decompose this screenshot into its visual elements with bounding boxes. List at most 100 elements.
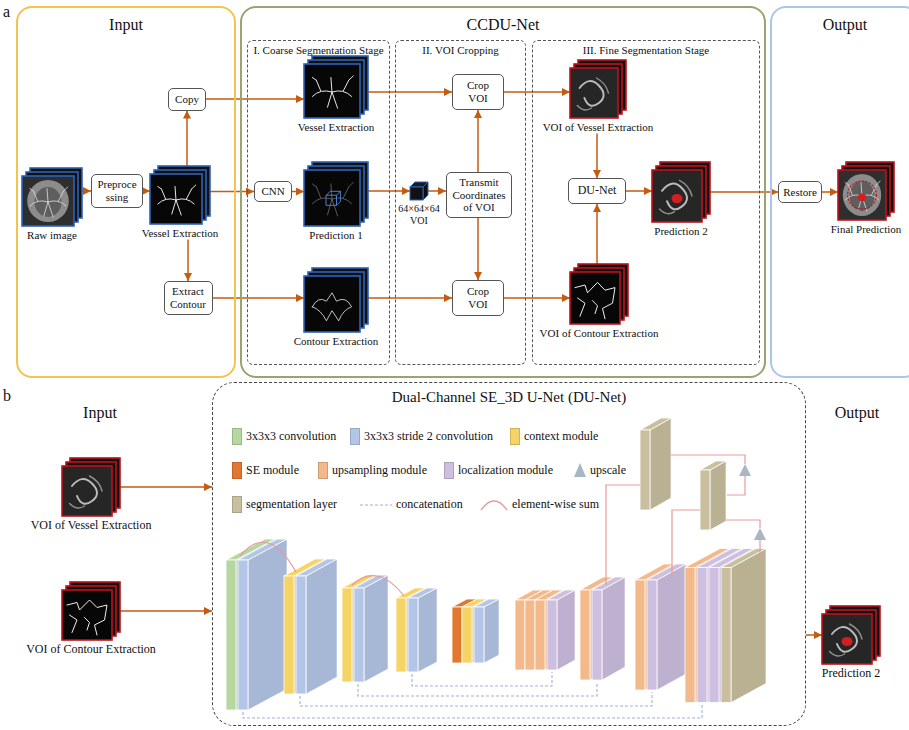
image-volume: Vessel Extraction [304,56,368,118]
flow-arrow [710,191,778,193]
image-detail [832,627,857,652]
legend-text: segmentation layer [246,497,337,511]
image-detail [858,194,867,202]
layer-front [685,568,695,703]
sum-line [606,485,640,585]
region-title: CCDU-Net [242,8,764,34]
image-detail [577,78,608,110]
legend-swatch [444,462,454,479]
concatenation-line [358,682,597,696]
image-stack [304,268,368,332]
slice [570,68,618,118]
layer-shade [731,549,766,703]
image-volume: VOI of Contour Extraction [570,264,628,324]
layer-front [535,600,545,670]
slice [652,170,702,222]
image-detail [660,180,693,213]
image-detail [312,76,353,108]
image-volume: Contour Extraction [304,268,368,332]
image-detail [580,81,604,106]
layer-front [721,568,731,703]
layer-side [418,588,437,672]
layer-top [354,575,388,588]
layer-side [248,539,287,710]
cube-front [410,187,423,200]
legend-swatch [232,496,242,513]
image-detail [848,181,877,209]
layer-top [547,590,575,600]
box-text: CNN [261,185,284,198]
panel: OutputRestoreFinal Prediction [770,6,909,378]
layer-shade [364,575,388,682]
image-stack [652,162,710,222]
image-stack [838,162,894,220]
slice [62,466,112,516]
stage-region: I. Coarse Segmentation StageVessel Extra… [247,40,390,365]
image-volume: Prediction 2 [652,162,710,222]
stage-region: II. VOI Cropping64×64×64 VOICrop VOITran… [395,40,526,365]
panel: CCDU-Net I. Coarse Segmentation StageVess… [240,6,766,378]
legend-swatch [350,428,360,445]
legend-symbol [360,496,394,514]
layer-top [592,577,625,590]
box-text: Preproce ssing [96,178,138,203]
image-stack [410,182,428,200]
layer-top [640,418,671,430]
image-caption: Contour Extraction [294,335,379,348]
image-detail [72,479,97,504]
region-title: Dual-Channel SE_3D U-Net (DU-Net) [213,383,805,406]
image-detail [312,293,351,321]
sum-line [759,540,760,560]
image-caption: 64×64×64 VOI [396,203,442,226]
legend-text: context module [524,429,598,443]
image-detail [158,185,196,215]
box-text: Transmit Coordinates of VOI [451,176,507,214]
layer-front [396,598,406,672]
legend-text: SE module [246,463,299,477]
slice [304,170,360,226]
flow-arrow [596,134,598,178]
flow-arrow [292,191,304,193]
process-box: Crop VOI [452,74,504,110]
slice [62,590,112,640]
concatenation-line [412,672,552,686]
layer-front [515,600,525,670]
upscale-triangle [739,464,751,476]
sum-line [352,576,404,596]
flow-arrow [368,91,452,93]
process-box: Preproce ssing [91,174,143,208]
flow-arrow [206,98,304,100]
layer-front [474,607,484,663]
layer-front [647,580,657,690]
sum-line [671,455,745,464]
legend-symbol [480,496,514,514]
legend-text: concatenation [396,497,463,511]
flow-arrow [187,240,189,281]
legend-text: localization module [458,463,553,477]
box-text: Extract Contour [169,285,208,310]
sum-line [240,542,296,572]
layer-front [462,607,472,663]
image-detail [830,624,863,656]
flow-arrow [213,297,305,299]
layer-side [484,599,499,663]
slice [838,170,886,220]
panel: InputRaw imagePreproce ssingCopyVessel E… [16,6,236,378]
layer-top [647,564,686,580]
image-caption: Vessel Extraction [298,121,375,134]
box-text: Crop VOI [457,285,499,310]
region-title: Input [18,8,234,34]
layer-top [474,599,499,607]
layer-top [700,461,726,470]
flow-arrow [626,190,652,192]
image-detail [67,600,107,635]
layer-shade [710,461,726,530]
legend-text: upscale [590,463,626,477]
image-volume: 64×64×64 VOI [410,182,428,200]
legend-swatch [510,428,520,445]
layer-top [296,559,337,576]
sum-line [672,510,700,575]
layer-shade [657,564,686,690]
image-caption: VOI of Contour Extraction [26,643,156,657]
